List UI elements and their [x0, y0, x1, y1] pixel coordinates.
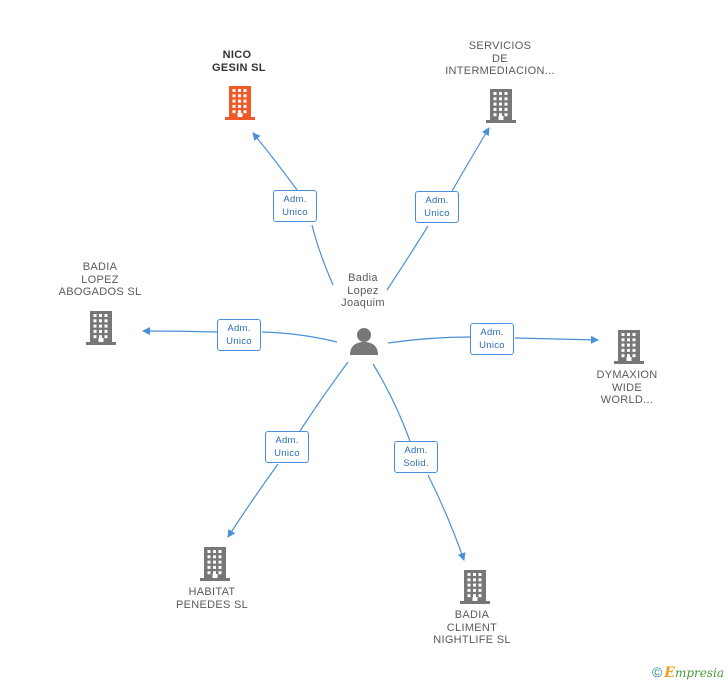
relation-label-line: Unico: [479, 340, 505, 351]
company-name-line: BADIA: [454, 609, 490, 621]
company-name-line: DE: [492, 52, 508, 65]
relation-label-line: Unico: [282, 207, 308, 218]
empresia-watermark: ©Empresia: [651, 664, 724, 681]
building-icon[interactable]: [224, 86, 256, 125]
company-name-line: SERVICIOS: [468, 40, 532, 52]
relation-label-line: Unico: [424, 208, 450, 219]
relation-label-line: Unico: [226, 336, 252, 347]
edge-habitat: [228, 361, 349, 537]
relation-badge-servicios[interactable]: Adm. Unico: [415, 191, 459, 223]
relation-label-line: Unico: [274, 448, 300, 459]
company-name-line: INTERMEDIACION...: [445, 65, 555, 77]
relation-badge-nico[interactable]: Adm. Unico: [273, 190, 317, 222]
company-name-line: WIDE: [612, 381, 642, 394]
center-person-name[interactable]: Badia Lopez Joaquim: [341, 272, 385, 309]
edge-dymaxion: [387, 337, 598, 343]
company-name-line: NIGHTLIFE SL: [433, 634, 511, 646]
company-name-line: BADIA: [82, 261, 118, 273]
edge-servicios: [386, 128, 489, 291]
relation-label-line: Adm.: [283, 194, 307, 205]
relation-label-line: Adm.: [425, 195, 449, 206]
relation-label-line: Adm.: [227, 323, 251, 334]
building-icon[interactable]: [85, 311, 117, 350]
building-icon[interactable]: [485, 89, 517, 128]
relation-badge-dymaxion[interactable]: Adm. Unico: [470, 323, 514, 355]
relation-badge-habitat[interactable]: Adm. Unico: [265, 431, 309, 463]
building-icon[interactable]: [199, 547, 231, 586]
building-icon[interactable]: [459, 570, 491, 609]
edge-badia-climent: [372, 363, 464, 560]
relation-badge-badia-abogados[interactable]: Adm. Unico: [217, 319, 261, 351]
company-name-line: ABOGADOS SL: [58, 286, 142, 298]
relation-label-line: Adm.: [480, 327, 504, 338]
relation-label-line: Solid.: [403, 458, 429, 469]
company-name-line: WORLD...: [600, 394, 654, 406]
relation-label-line: Adm.: [275, 435, 299, 446]
edge-nico: [253, 133, 334, 286]
building-icon[interactable]: [613, 330, 645, 369]
person-icon[interactable]: [349, 326, 379, 356]
company-name-line: CLIMENT: [446, 621, 498, 634]
company-name-line: GESIN SL: [212, 61, 266, 74]
company-name-line: NICO: [222, 49, 252, 61]
company-name-line: HABITAT: [188, 586, 236, 598]
relation-label-line: Adm.: [404, 445, 428, 456]
relation-badge-badia-climent[interactable]: Adm. Solid.: [394, 441, 438, 473]
company-name-line: LOPEZ: [81, 273, 119, 286]
edge-badia-abogados: [143, 331, 338, 343]
company-name-line: PENEDES SL: [175, 598, 249, 611]
company-name-line: DYMAXION: [596, 369, 658, 381]
